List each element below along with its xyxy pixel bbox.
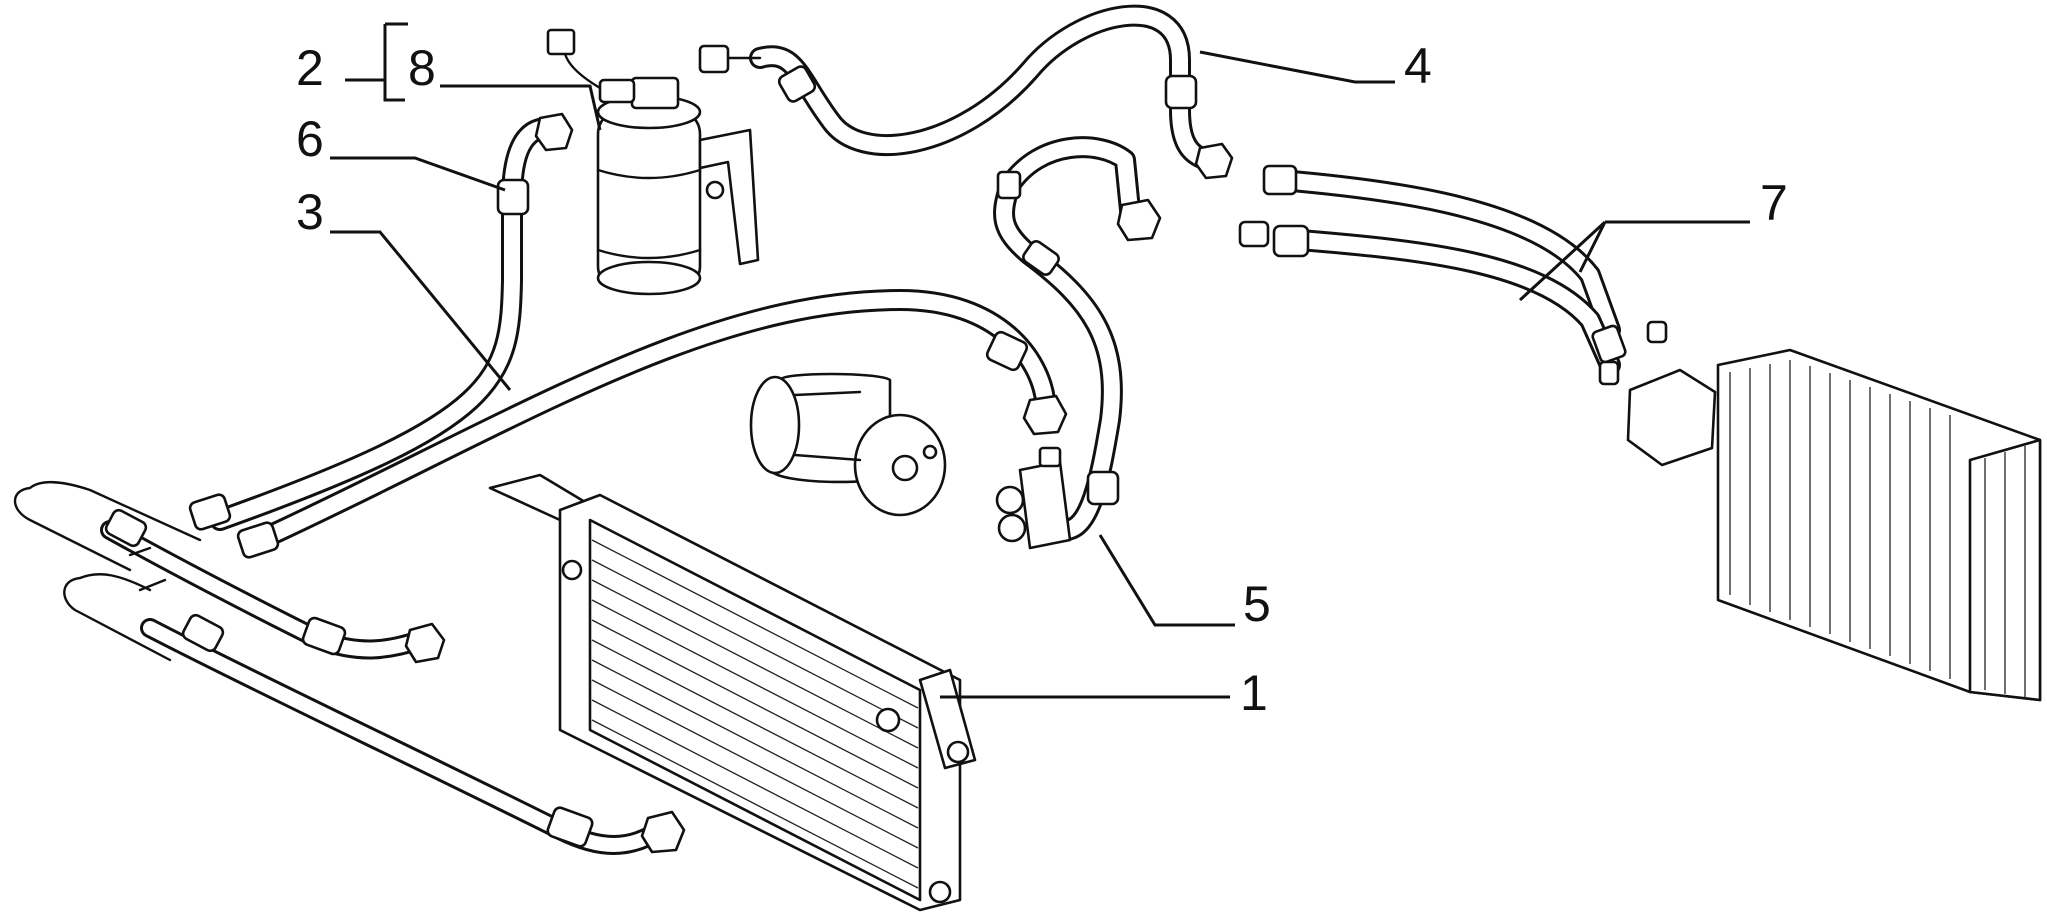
hose-part-6 bbox=[188, 112, 574, 531]
hose-part-4 bbox=[698, 4, 1234, 180]
evaporator-expansion-valve bbox=[1626, 368, 1717, 467]
hose-5-crimp-sleeve-top bbox=[1022, 240, 1060, 276]
hose-4-crimp-sleeve-right bbox=[1164, 74, 1198, 110]
leader-line-4 bbox=[1199, 50, 1395, 84]
callout-2: 2 bbox=[296, 40, 324, 96]
pressure-switch-part-8 bbox=[598, 78, 636, 104]
hose-4-crimp-sleeve-left bbox=[777, 65, 817, 103]
pressure-switch-connector bbox=[546, 28, 576, 56]
hose-5-fitting-top-left bbox=[996, 170, 1022, 200]
receiver-drier-head bbox=[630, 76, 680, 110]
compressor-port-small bbox=[922, 444, 938, 460]
leader-line-6 bbox=[330, 156, 506, 192]
front-pipe-crimp-sleeve-c bbox=[301, 616, 347, 656]
hose-4-fitting-nut-right bbox=[1194, 142, 1234, 180]
hose-part-5 bbox=[993, 136, 1162, 550]
hose-6-crimp-sleeve bbox=[496, 178, 530, 216]
condenser bbox=[488, 473, 977, 912]
condenser-bracket-hole bbox=[946, 740, 970, 764]
hose-5-compressor-manifold bbox=[1018, 460, 1072, 550]
hose-5-manifold-port-upper bbox=[995, 485, 1025, 515]
compressor bbox=[749, 372, 947, 517]
hose-7a-fitting-left bbox=[1262, 164, 1298, 196]
leader-line-3 bbox=[330, 230, 512, 391]
hose-5-fitting-nut-right bbox=[1116, 198, 1162, 242]
hose-5-service-valve bbox=[1038, 446, 1062, 468]
evaporator-fins bbox=[1729, 360, 2026, 698]
condenser-inlet-stub bbox=[875, 707, 901, 733]
callout-1: 1 bbox=[1240, 665, 1268, 721]
condenser-bottom-bolt bbox=[928, 880, 952, 904]
hose-5-manifold-port-lower bbox=[997, 513, 1027, 543]
front-pipe-crimp-sleeve-b bbox=[181, 613, 225, 653]
callout-7: 7 bbox=[1760, 175, 1788, 231]
hose-7b-fitting-nut bbox=[1238, 220, 1270, 248]
callout-8: 8 bbox=[408, 40, 436, 96]
receiver-drier bbox=[546, 28, 760, 296]
hose-part-3 bbox=[236, 289, 1068, 559]
hose-7b-crimp-sleeve-left bbox=[1272, 224, 1310, 258]
hose-7a-end-fitting bbox=[1646, 320, 1668, 344]
leader-line-2 bbox=[345, 22, 408, 102]
leader-lines bbox=[330, 22, 1750, 699]
front-pipe-crimp-sleeve-d bbox=[546, 806, 594, 848]
front-pipe-crimp-sleeve-a bbox=[104, 508, 148, 548]
hose-6-crimp-sleeve-lower bbox=[188, 493, 232, 531]
condenser-mounting-pin bbox=[561, 559, 583, 581]
front-pipe-fitting-nut-d bbox=[640, 810, 686, 854]
hose-7b-end-fitting bbox=[1598, 360, 1620, 386]
compressor-port bbox=[891, 454, 919, 482]
callout-3: 3 bbox=[296, 184, 324, 240]
leader-line-5 bbox=[1098, 534, 1235, 627]
receiver-drier-bracket-bolt bbox=[705, 180, 725, 200]
hose-5-crimp-sleeve-bottom bbox=[1086, 470, 1120, 506]
evaporator-core bbox=[1626, 348, 2042, 702]
hose-4-fitting-nut-left bbox=[698, 44, 730, 74]
hose-7-crimp-sleeve-right bbox=[1591, 324, 1627, 364]
condenser-fins bbox=[591, 539, 919, 889]
callout-6: 6 bbox=[296, 111, 324, 167]
callout-4: 4 bbox=[1404, 38, 1432, 94]
receiver-drier-bracket bbox=[698, 128, 760, 266]
leader-line-7 bbox=[1518, 220, 1750, 302]
callout-labels: 1 2 3 4 5 6 7 8 bbox=[296, 38, 1788, 721]
front-pipe-fitting-nut-c bbox=[404, 622, 446, 664]
hose-6-fitting-nut bbox=[534, 112, 574, 152]
hose-3-crimp-sleeve-left bbox=[236, 521, 280, 559]
hose-3-fitting-nut-right bbox=[1022, 394, 1068, 436]
hose-part-7 bbox=[1238, 164, 1668, 386]
pipe-bundle-front bbox=[13, 481, 686, 855]
leader-line-8 bbox=[440, 84, 602, 131]
hose-3-crimp-sleeve-right bbox=[985, 330, 1029, 372]
callout-5: 5 bbox=[1243, 576, 1271, 632]
